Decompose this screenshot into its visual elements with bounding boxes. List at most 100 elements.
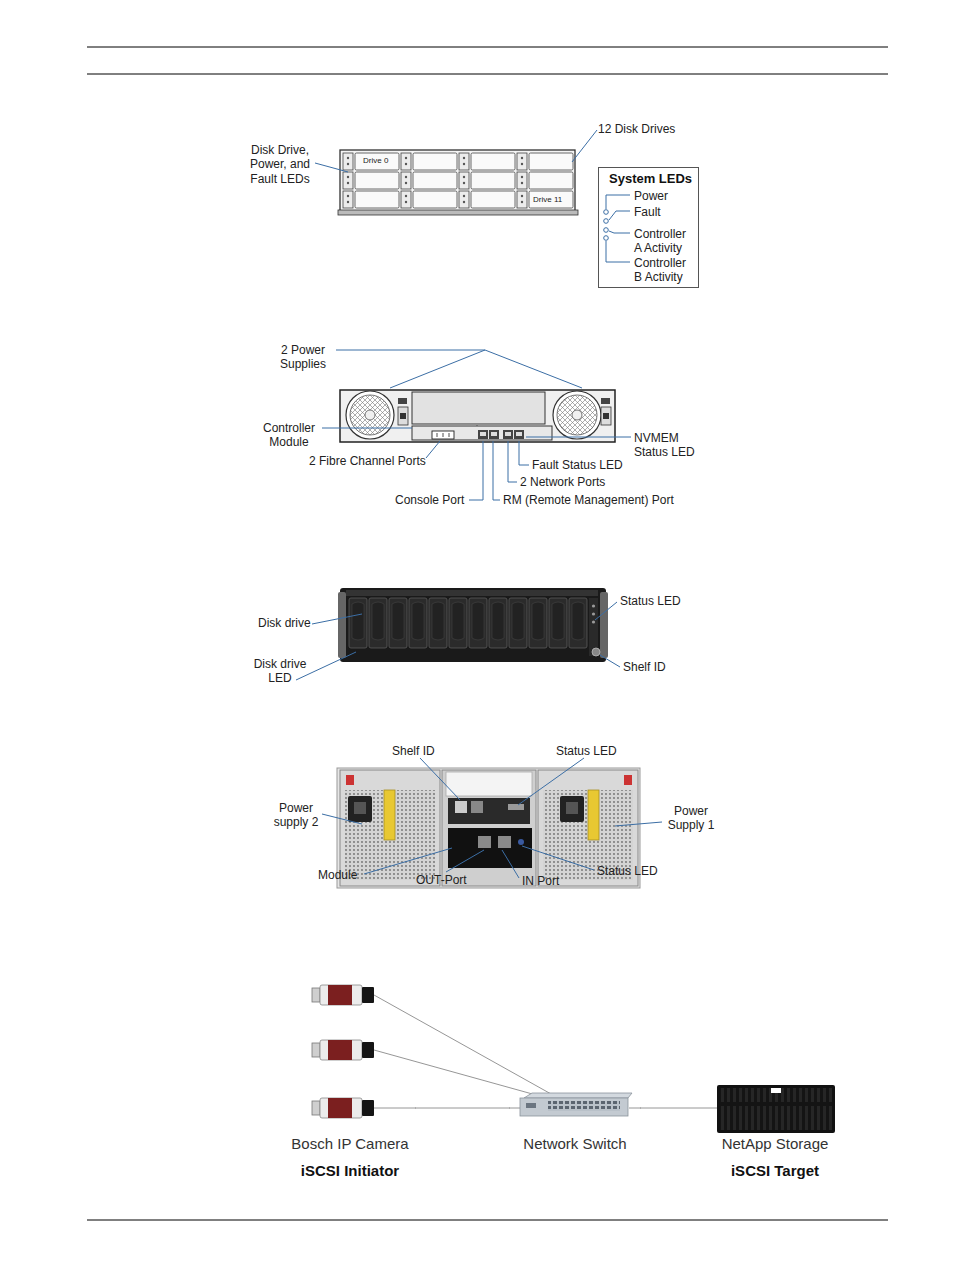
leader-lines: [526, 437, 631, 438]
leader-lines: [572, 130, 597, 162]
controller-rear: [350, 395, 390, 435]
led-label: Power: [634, 189, 668, 203]
controller-rear: [398, 407, 408, 425]
leader-lines: [518, 758, 584, 805]
shelf-front: [389, 598, 407, 648]
camera-cables: [709, 1108, 718, 1109]
callout-label: Disk drive LED: [250, 657, 310, 686]
shelf-rear: [518, 839, 524, 845]
leader-lines: [364, 848, 452, 874]
led-label: Fault: [634, 205, 661, 219]
callout-label: Status LED: [597, 864, 658, 878]
device-label: Bosch IP Camera: [285, 1135, 415, 1153]
controller-rear: [346, 391, 394, 439]
callout-label: Power supply 2: [270, 801, 322, 830]
camera-cables: [629, 1108, 641, 1109]
shelf-rear: [384, 790, 395, 840]
controller-rear: [557, 395, 597, 435]
callout-label: Module: [318, 868, 357, 882]
leader-lines: [312, 614, 362, 624]
storage-icon: [717, 1085, 835, 1133]
shelf-front: [489, 598, 507, 648]
network-cable: [415, 1108, 510, 1109]
shelf-front: [592, 612, 595, 615]
shelf-front: [338, 588, 608, 662]
led-dots: [604, 210, 609, 241]
camera-cables: [374, 1108, 416, 1109]
controller-front: [401, 172, 457, 189]
led-dots: [604, 236, 609, 241]
callout-label: Disk drive: [258, 616, 311, 630]
shelf-rear: [498, 836, 511, 848]
controller-rear: [365, 410, 375, 420]
shelf-front: [600, 592, 608, 658]
controller-front: [401, 191, 457, 208]
shelf-front: [469, 598, 487, 648]
callout-label: IN Port: [522, 874, 559, 888]
shelf-front: [346, 590, 598, 596]
shelf-rear: [588, 790, 599, 840]
controller-rear: [601, 407, 611, 425]
callout-label: 12 Disk Drives: [598, 122, 675, 136]
shelf-rear: [448, 798, 530, 824]
controller-rear: [412, 426, 552, 440]
callout-label: Fault Status LED: [532, 458, 623, 472]
led-label: Controller B Activity: [634, 256, 696, 285]
ip-cameras: [312, 1040, 374, 1060]
controller-front: [517, 191, 573, 208]
callout-label: 2 Power Supplies: [272, 343, 334, 372]
storage-icon: [717, 1085, 835, 1133]
controller-rear: [516, 432, 522, 436]
shelf-front: [569, 598, 587, 648]
storage-node: NetApp StorageiSCSI Target: [709, 1090, 841, 1185]
callout-label: Power Supply 1: [664, 804, 718, 833]
callout-label: Status LED: [556, 744, 617, 758]
shelf-front: [592, 604, 595, 607]
led-legend-box: System LEDsPowerFaultController A Activi…: [598, 167, 699, 288]
controller-front: [459, 191, 515, 208]
shelf-front: [592, 648, 600, 656]
network-switch-icon: [548, 1101, 620, 1111]
shelf-front: [338, 592, 346, 658]
leader-lines: [606, 195, 630, 209]
shelf-rear: [471, 801, 483, 813]
camera-cables: [374, 995, 560, 1099]
shelf-rear: [348, 796, 372, 822]
shelf-rear: [478, 836, 491, 848]
controller-rear: [489, 430, 499, 439]
shelf-front: [429, 598, 447, 648]
controller-rear: [603, 413, 609, 419]
controller-front: [343, 191, 399, 208]
leader-lines: [502, 850, 519, 878]
controller-rear: [480, 432, 486, 436]
controller-front: [338, 210, 578, 215]
callout-label: 2 Fibre Channel Ports: [309, 454, 426, 468]
controller-rear: [398, 398, 407, 404]
leader-lines: [609, 211, 630, 220]
page-rules: [87, 1220, 888, 1221]
leader-lines: [522, 846, 594, 870]
switch-node: Network Switch: [510, 1090, 640, 1160]
controller-front: [343, 153, 399, 170]
camera-cables: [509, 1108, 521, 1109]
shelf-front: [589, 598, 598, 656]
leader-lines: [322, 428, 412, 429]
leader-lines: [519, 441, 529, 465]
page-rules: [87, 47, 888, 48]
controller-rear: [601, 398, 610, 404]
leader-lines: [322, 350, 631, 500]
callout-label: 2 Network Ports: [520, 475, 605, 489]
role-label: iSCSI Initiator: [285, 1162, 415, 1180]
controller-rear: [400, 413, 406, 419]
drive-label: Drive 0: [363, 156, 388, 166]
shelf-rear: [446, 772, 532, 796]
shelf-front: [509, 598, 527, 648]
shelf-front: [449, 598, 467, 648]
box-heading: System LEDs: [609, 171, 692, 187]
controller-rear: [505, 432, 511, 436]
controller-rear: [340, 390, 615, 442]
network-switch-icon: [526, 1103, 536, 1108]
leader-lines: [606, 241, 630, 262]
